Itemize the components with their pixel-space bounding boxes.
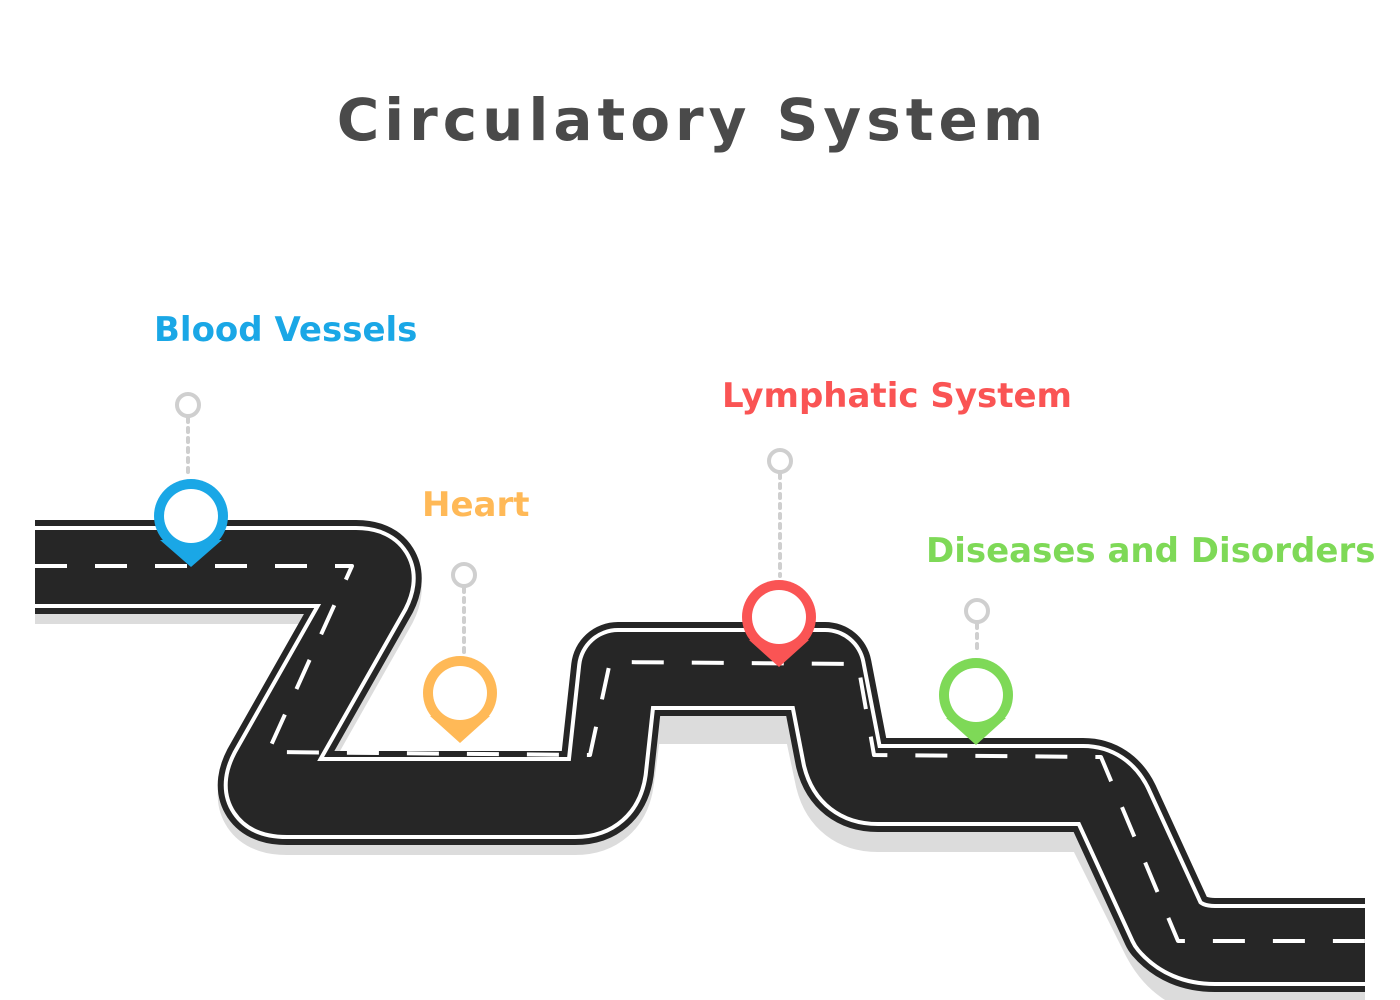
ring-icon [175,392,201,418]
ring-icon [451,562,477,588]
stop-label-lymphatic-system: Lymphatic System [722,376,1072,416]
stop-label-diseases-and-disorders: Diseases and Disorders [926,531,1376,571]
ring-icon [767,448,793,474]
stop-blood-vessels[interactable] [154,392,228,567]
stop-label-blood-vessels: Blood Vessels [154,310,418,350]
map-pin-icon [939,658,1013,745]
stop-diseases-and-disorders[interactable] [939,598,1013,745]
stop-lymphatic-system[interactable] [742,448,816,667]
ring-icon [964,598,990,624]
map-pin-icon [154,479,228,567]
map-pin-icon [742,580,816,667]
road-asphalt [35,530,1365,982]
stop-label-heart: Heart [422,485,530,525]
diagram-title: Circulatory System [336,86,1049,154]
stop-heart[interactable] [423,562,497,743]
map-pin-icon [423,656,497,743]
